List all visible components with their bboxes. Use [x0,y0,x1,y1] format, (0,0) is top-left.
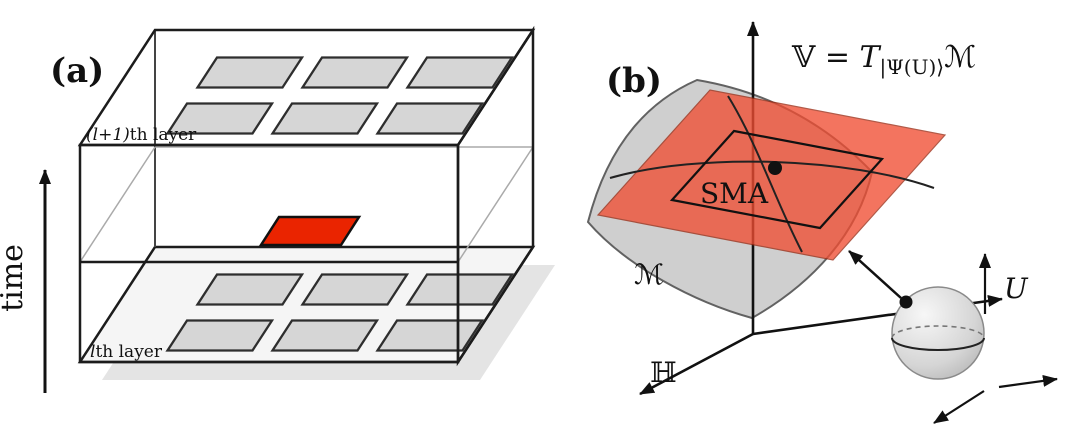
gate-tile [195,56,305,89]
middle-plane-left-edge [79,146,156,263]
lower-layer-gates [165,273,515,352]
sma-point [768,161,782,175]
gate-tile [300,56,410,89]
middle-plane-edges [79,146,534,263]
upper-layer-label: (l+1)th layer [86,125,197,145]
gate-tile [270,102,380,135]
unitary-sphere [891,286,985,380]
gate-tile [405,273,515,306]
gate-tile [165,319,275,352]
sma-region-outline [669,129,885,230]
tangent-plane [596,89,947,261]
panel-b-label: (b) [606,61,662,101]
unitary-point [899,295,913,309]
gate-tile [195,273,305,306]
time-axis-label: time [0,244,30,312]
hilbert-space-label: ℍ [650,356,676,389]
tangent-vector-arrow [848,250,902,299]
unitary-sphere-group: U [848,250,1058,424]
tangent-plane-grid-line [727,95,803,253]
lower-layer-label: lth layer [90,342,163,362]
gate-tile [270,319,380,352]
unitary-label: U [1004,272,1029,305]
tangent-space-equation: 𝕍 = T|Ψ(U)⟩ℳ [791,40,976,80]
middle-plane-right-edge [457,146,534,263]
panel-a-label: (a) [50,51,104,91]
sphere-equator-back [891,325,985,339]
gate-tile [165,102,275,135]
sphere-axis-arrow-down-left [933,390,985,424]
sma-gate-tile [258,215,362,247]
upper-layer-gates [165,56,515,135]
sphere-equator-front [891,337,985,351]
gate-tile [300,273,410,306]
manifold-label: ℳ [634,258,664,291]
panel-a: (l+1)th layer lth layer time (a) [0,25,555,393]
panel-b: SMA ℳ ℍ 𝕍 = T|Ψ(U)⟩ℳ U (b) [586,21,1058,424]
hilbert-space-axis-arrow [639,332,754,396]
sphere-axis-arrow-right [998,374,1058,389]
gate-tile [375,319,485,352]
circuit-box-front-face [78,143,460,364]
gate-tile [375,102,485,135]
sma-label: SMA [700,177,769,210]
gate-tile [405,56,515,89]
